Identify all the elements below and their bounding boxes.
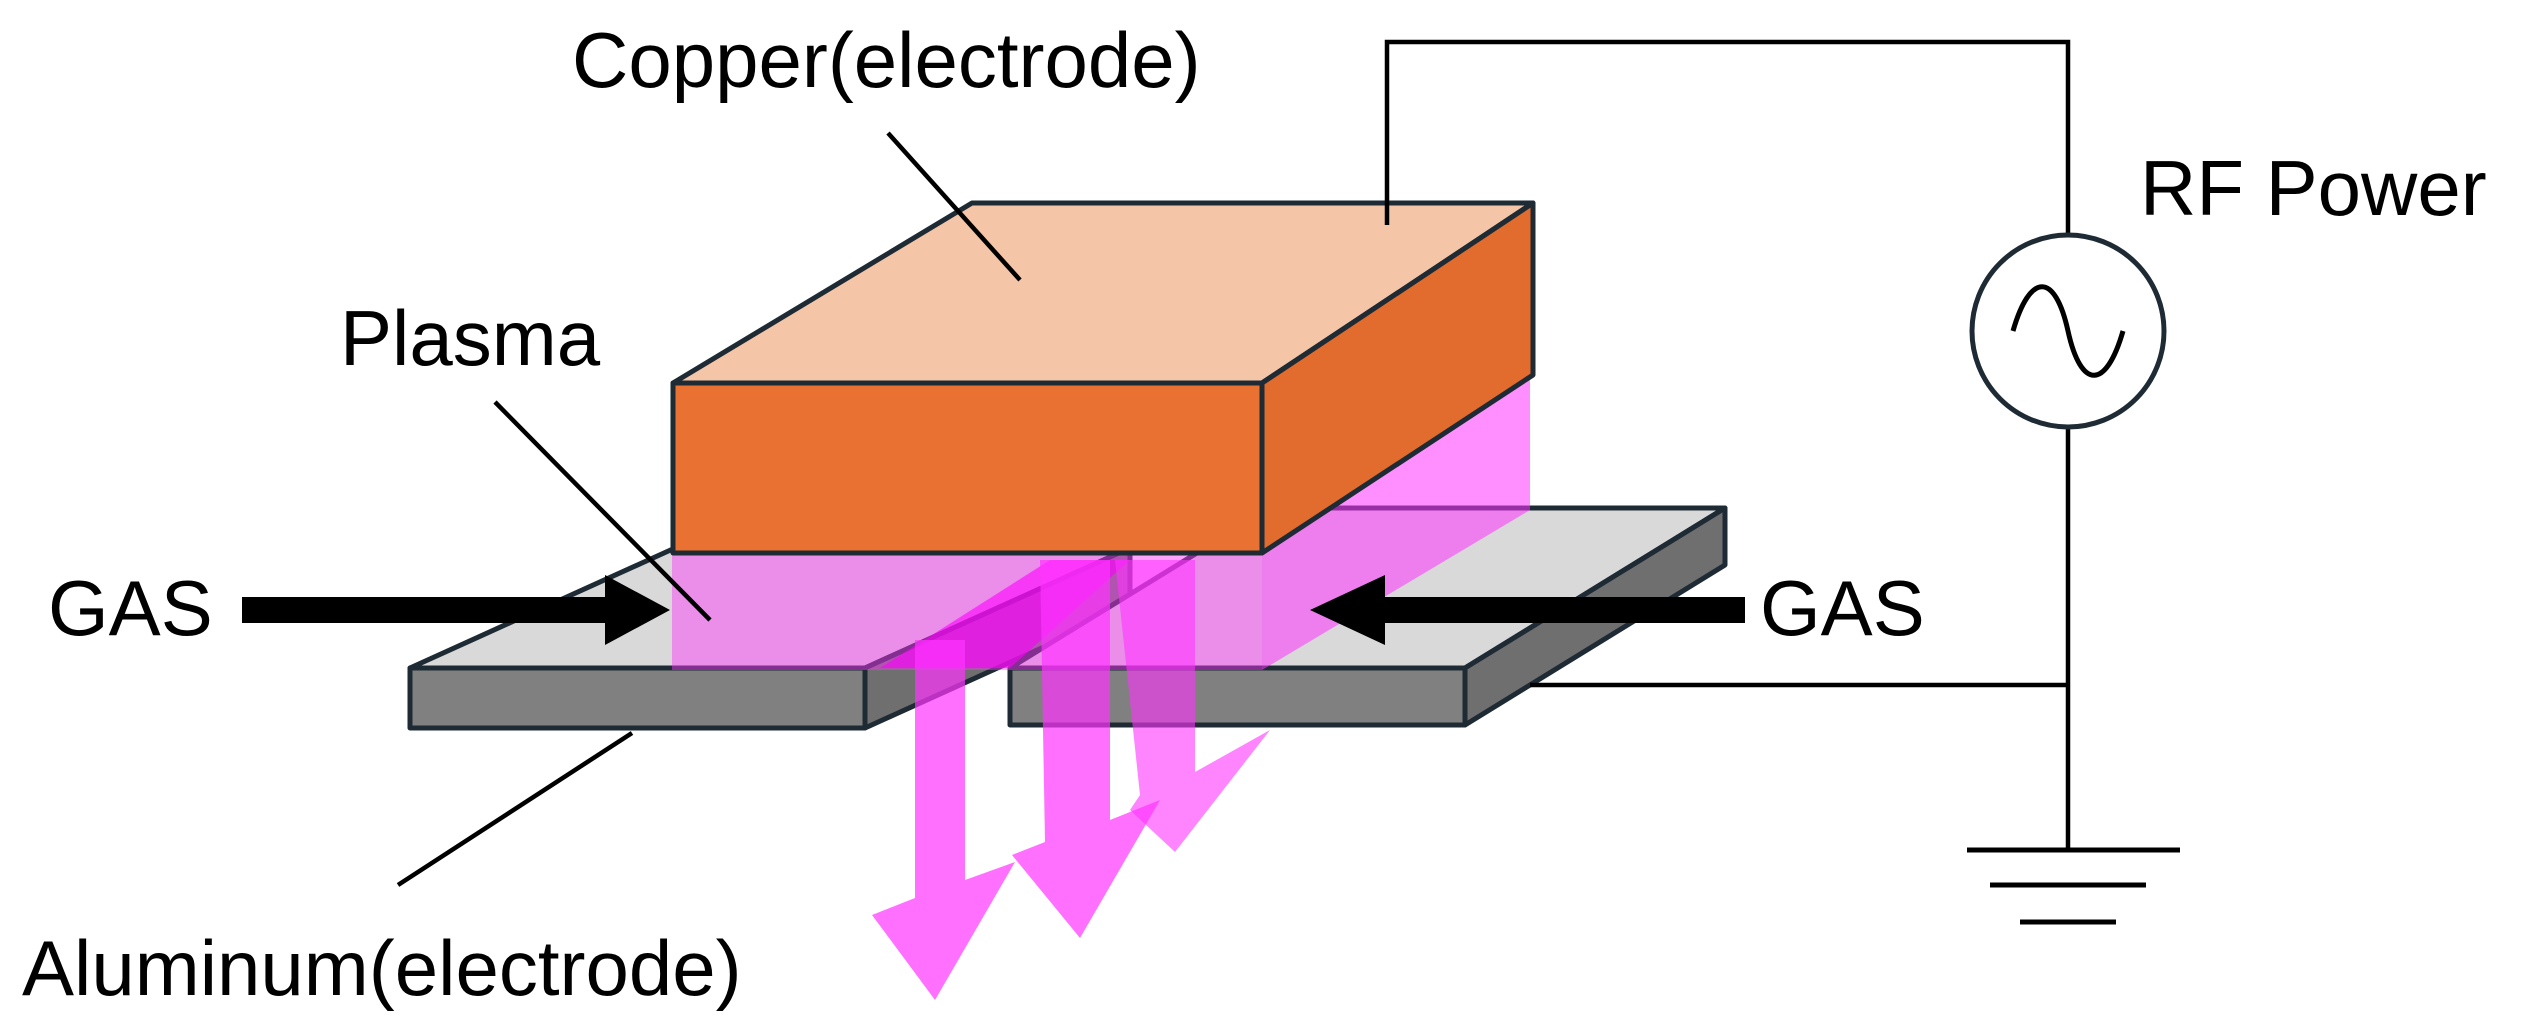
gas-right-label: GAS (1760, 564, 1925, 652)
plasma-label: Plasma (340, 294, 601, 382)
sine-wave-icon (2010, 284, 2126, 378)
aluminum-leader-line (396, 731, 634, 887)
rf-power-label: RF Power (2140, 144, 2487, 232)
gas-arrow-left (242, 575, 670, 645)
gas-left-label: GAS (48, 564, 213, 652)
plasma-jet-2 (1012, 560, 1160, 938)
plasma-front-glow (672, 550, 1262, 670)
rf-circuit (1384, 39, 2180, 925)
gas-arrow-left-shaft (242, 597, 622, 623)
aluminum-left-front (407, 665, 868, 731)
copper-front-face (670, 380, 1265, 556)
rf-wire-top (1384, 39, 2071, 235)
copper-leader-line (886, 131, 1022, 282)
plasma-leader-line (493, 400, 712, 622)
gas-arrow-right (1310, 575, 1745, 645)
copper-label: Copper(electrode) (572, 16, 1201, 104)
plasma-jet-1 (872, 640, 1015, 1000)
rf-source-icon (1969, 232, 2167, 430)
copper-side-face (1259, 200, 1536, 556)
gas-arrow-right-shaft (1370, 597, 1745, 623)
ground-icon (1967, 847, 2180, 925)
plasma-jets (872, 560, 1270, 1000)
aluminum-label: Aluminum(electrode) (22, 924, 742, 1012)
copper-electrode (670, 200, 1536, 556)
gas-arrow-right-head (1310, 575, 1385, 645)
gas-arrow-left-head (605, 575, 670, 645)
plasma-side-glow (1262, 380, 1530, 670)
plasma-jet-3 (1115, 560, 1270, 852)
